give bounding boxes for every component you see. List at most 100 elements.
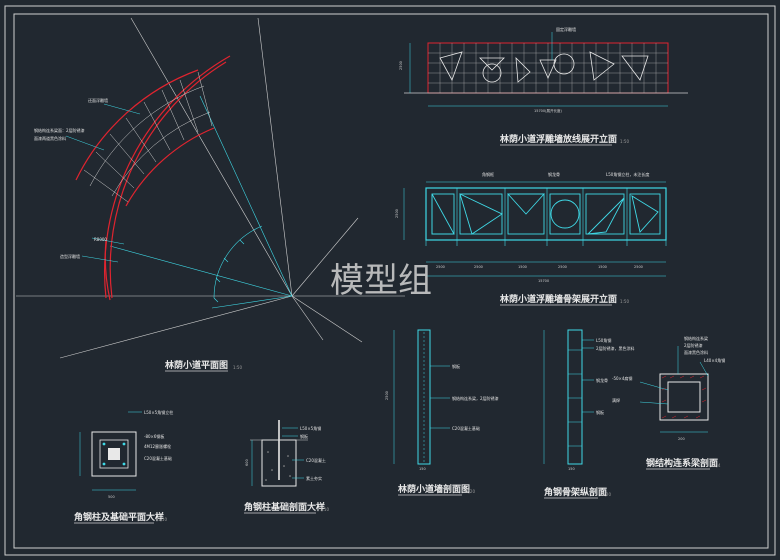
plan-lower-wall-red — [104, 239, 111, 301]
screen-dim-height: 2500 — [399, 61, 403, 70]
plan-ring-mid-1 — [89, 85, 205, 187]
plan-view: 还面浮雕墙 钢结构连系梁面：2层防锈漆 面漆两道黑色涂料 造型浮雕墙 R8000… — [16, 17, 405, 372]
frame-dim-seg-5: 1500 — [598, 265, 607, 269]
wall-section-width: 150 — [419, 467, 426, 471]
frame-elevation: 2500 2500 2500 1500 2500 1500 2500 15700… — [395, 171, 667, 306]
col-plan-title-scale: 1:10 — [158, 517, 167, 522]
watermark: 模型组 — [330, 261, 432, 301]
steel-section-hatch — [661, 375, 707, 419]
wall-section-title: 林荫小道墙剖面图 — [398, 483, 470, 495]
column-section-detail: 600 L50×5角钢 钢板 C20混凝土 素土夯实 角钢柱基础剖面大样 1:1… — [244, 420, 329, 514]
plan-leader — [65, 135, 105, 151]
screen-title: 林荫小道浮雕墙放线展开立面 — [500, 133, 617, 145]
screen-grid — [428, 43, 668, 93]
drawing-frame-inner — [13, 13, 769, 549]
steel-note-4: L40×4角钢 — [704, 357, 725, 363]
plan-leader — [91, 237, 125, 245]
plan-cyan-radial — [109, 245, 293, 297]
plan-radial-line — [59, 295, 293, 359]
col-sec-title-scale: 1:10 — [320, 507, 329, 512]
steel-section-title: 钢结构连系梁剖面 — [646, 457, 718, 469]
plan-note-wall: 造型浮雕墙 — [60, 253, 80, 259]
plan-note-coating-1: 钢结构连系梁面：2层防锈漆 — [34, 127, 85, 133]
steel-leader-4 — [639, 401, 669, 405]
frame-dim-total-value: 15700 — [538, 279, 549, 283]
col-sec-height: 600 — [245, 459, 249, 466]
frame-posts — [425, 188, 667, 246]
wall-note-3: C20混凝土基础 — [452, 425, 480, 431]
col-sec-note-1: L50×5角钢 — [300, 425, 321, 431]
col-plan-column — [108, 448, 120, 460]
plan-title: 林荫小道平面图 — [165, 359, 228, 371]
plan-note-mesh: 还面浮雕墙 — [88, 97, 108, 103]
plan-leader — [103, 103, 141, 115]
wall-section-post — [417, 329, 431, 465]
screen-dim-length: 15700(展开长度) — [534, 108, 562, 113]
plan-dimension-ticks — [213, 239, 245, 303]
plan-title-scale: 1:50 — [233, 365, 242, 370]
plan-ring-mid-2 — [111, 111, 211, 197]
col-plan-title: 角钢柱及基础平面大样 — [74, 511, 164, 523]
steel-section-title-scale: 1:4 — [714, 463, 721, 468]
col-plan-note-3: 4M12膨胀螺栓 — [144, 443, 171, 449]
angle-note-2: 2层防锈漆，黑色涂料 — [596, 345, 635, 351]
col-sec-note-4: 素土夯实 — [306, 475, 322, 481]
angle-note-3: 钢龙骨 — [596, 377, 608, 383]
angle-note-1: L50角钢 — [596, 337, 611, 343]
screen-motifs — [439, 51, 649, 83]
plan-ring-inner — [125, 127, 215, 207]
angle-section-ties — [568, 349, 582, 447]
wall-note-1: 钢板 — [452, 363, 460, 369]
steel-note-5: -50×4扁钢 — [612, 375, 632, 381]
column-plan-detail: 500 L50×5角钢立柱 -80×6钢板 4M12膨胀螺栓 C20混凝土基础 … — [74, 409, 173, 524]
plan-ring-ties — [83, 71, 213, 203]
col-plan-plate — [99, 439, 129, 469]
angle-section-title-scale: 1:20 — [602, 492, 611, 497]
steel-section-inner — [667, 381, 701, 413]
steel-note-2: 2层防锈漆 — [684, 342, 703, 348]
col-sec-note-3: C20混凝土 — [306, 457, 326, 463]
col-sec-title: 角钢柱基础剖面大样 — [244, 501, 325, 513]
plan-cyan-arc — [213, 225, 263, 299]
wall-note-2: 钢结构连系梁，2层防锈漆 — [452, 395, 499, 401]
col-plan-note-4: C20混凝土基础 — [144, 455, 172, 461]
plan-radial-line — [291, 295, 363, 343]
plan-ring-outer — [75, 69, 199, 181]
col-plan-base — [91, 431, 137, 477]
wall-section-height: 2500 — [385, 391, 389, 400]
plan-note-radius: R8000 — [94, 237, 107, 242]
frame-title-scale: 1:50 — [620, 299, 629, 304]
frame-dim-seg-6: 2500 — [634, 265, 643, 269]
plan-radial-line — [291, 295, 324, 341]
steel-note-1: 钢结构连系梁 — [684, 335, 708, 341]
steel-section-outer — [659, 373, 709, 421]
wall-section-title-scale: 1:20 — [466, 489, 475, 494]
frame-note-right: L50角钢立柱，未注长度 — [606, 171, 649, 177]
col-plan-bolts — [102, 442, 126, 466]
plan-cyan-radial — [199, 95, 293, 297]
drawing-frame-outer — [4, 5, 776, 556]
steel-section: 钢结构连系梁 2层防锈漆 面漆黑色涂料 L40×4角钢 -50×4扁钢 满焊 2… — [612, 335, 725, 470]
frame-dim-seg-4: 2500 — [558, 265, 567, 269]
col-plan-note-1: L50×5角钢立柱 — [144, 409, 173, 415]
col-sec-concrete — [265, 451, 291, 481]
frame-bays — [431, 193, 661, 235]
frame-title: 林荫小道浮雕墙骨架展开立面 — [500, 293, 617, 305]
frame-dim-seg-2: 2500 — [474, 265, 483, 269]
frame-dim-height: 2500 — [395, 209, 399, 218]
steel-leader-3 — [639, 381, 669, 391]
plan-outer-arc-red-2 — [109, 61, 227, 299]
angle-section-title: 角钢骨架纵剖面 — [544, 486, 607, 498]
plan-cyan-radial — [211, 295, 293, 309]
frame-note-bar: 钢龙骨 — [548, 171, 560, 177]
screen-note-top: 固定浮雕墙 — [556, 26, 576, 32]
plan-radial-line — [130, 17, 293, 297]
frame-dim-seg-3: 1500 — [518, 265, 527, 269]
angle-section-width: 150 — [568, 467, 575, 471]
angle-note-4: 钢板 — [596, 409, 604, 415]
frame-dim-seg-1: 2500 — [436, 265, 445, 269]
angle-section-post — [567, 329, 583, 465]
plan-radial-line — [291, 217, 359, 297]
